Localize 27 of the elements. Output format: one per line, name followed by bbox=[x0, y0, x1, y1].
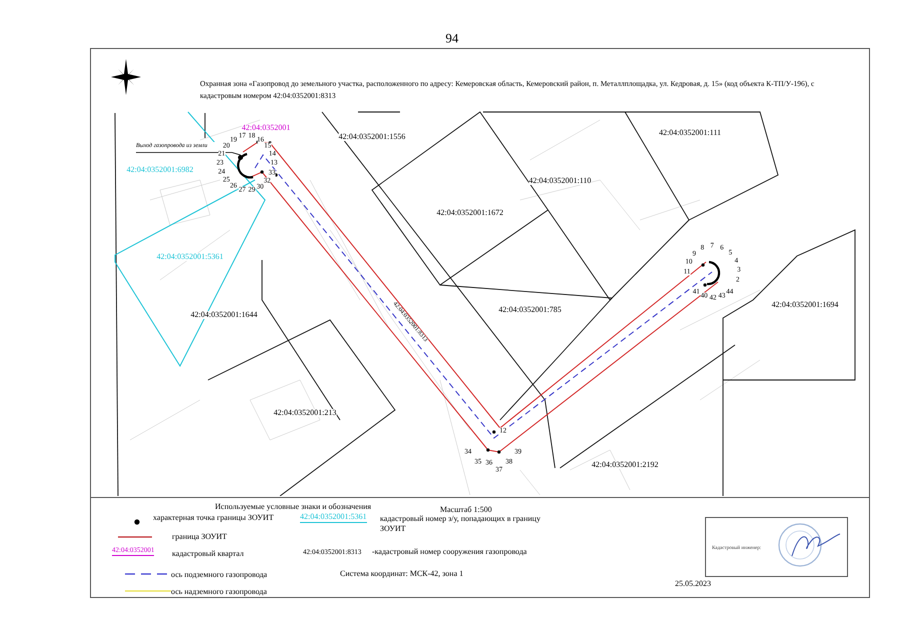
date-text: 25.05.2023 bbox=[675, 580, 711, 588]
legend-text: ось надземного газопровода bbox=[171, 587, 268, 597]
parcel-number: 42:04:0352001:1694 bbox=[772, 301, 838, 309]
coordinate-system-text: Система координат: МСК-42, зона 1 bbox=[340, 570, 464, 578]
legend-text: ось подземного газопровода bbox=[171, 570, 268, 580]
legend-text: кадастровый номер з/у, попадающих в границу ЗОУИТ bbox=[380, 514, 542, 534]
legend-text: кадастровый квартал bbox=[172, 549, 245, 559]
legend-text: характерная точка границы ЗОУИТ bbox=[153, 513, 275, 523]
scale-text: Масштаб 1:500 bbox=[440, 506, 492, 514]
legend-heading: Используемые условные знаки и обозначения bbox=[215, 503, 372, 511]
parcel-number: 42:04:0352001:785 bbox=[498, 306, 562, 314]
leader-line bbox=[136, 152, 241, 156]
parcel-number: 42:04:0352001:5361 bbox=[156, 253, 224, 261]
legend-text: граница ЗОУИТ bbox=[172, 532, 228, 542]
parcel-number: 42:04:0352001:1644 bbox=[190, 311, 258, 319]
sample-parcel-number: 42:04:0352001:5361 bbox=[300, 513, 367, 523]
parcel-number: 42:04:0352001:1556 bbox=[338, 133, 406, 141]
parcel-number: 42:04:0352001:110 bbox=[528, 177, 592, 185]
parcel-number: 42:04:0352001:2192 bbox=[592, 461, 658, 469]
boundary-point bbox=[238, 155, 243, 160]
page-number: 94 bbox=[446, 32, 458, 44]
legend-text: -кадастровый номер сооружения газопровода bbox=[372, 547, 528, 557]
parcel-number: 42:04:0352001:111 bbox=[658, 129, 722, 137]
block-number: 42:04:0352001 bbox=[242, 124, 290, 132]
parcel-number: 42:04:0352001:6982 bbox=[126, 166, 194, 174]
parcel-number: 42:04:0352001:213 bbox=[274, 409, 336, 417]
parcel-number: 42:04:0352001:1672 bbox=[436, 209, 504, 217]
